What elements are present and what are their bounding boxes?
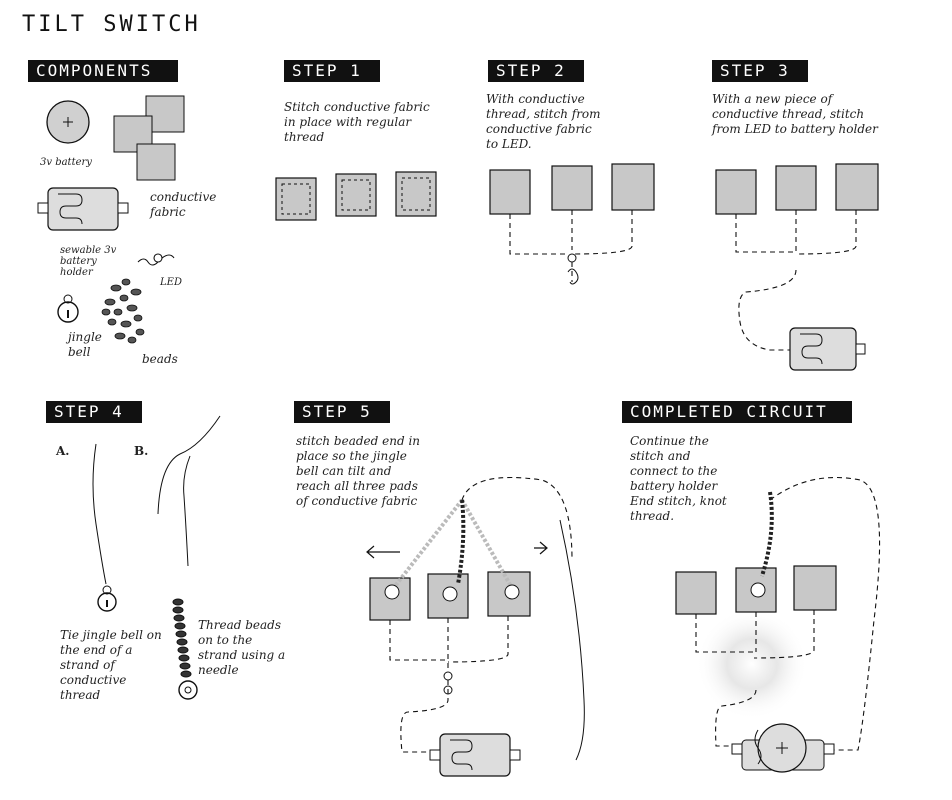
step3-fabric-pads: [715, 163, 879, 215]
battery-label: 3v battery: [40, 157, 92, 168]
led-glow: [696, 608, 808, 720]
completed-bell: [750, 582, 766, 598]
fabric-label: conductive fabric: [150, 190, 217, 219]
section-label-completed: COMPLETED CIRCUIT: [622, 401, 852, 423]
completed-instructions: Continue the stitch and connect to the b…: [630, 434, 727, 523]
step3-instructions: With a new piece of conductive thread, s…: [712, 92, 878, 136]
step3-battery-holder-icon: [789, 327, 866, 371]
jingle-bell-icon: [57, 294, 79, 323]
battery-holder-icon: [37, 187, 129, 231]
section-label-step4: STEP 4: [46, 401, 142, 423]
step4-a-illustration: [92, 443, 117, 612]
page-title: TILT SWITCH: [22, 12, 201, 37]
battery-icon: [46, 100, 90, 144]
step1-instructions: Stitch conductive fabric in place with r…: [284, 100, 430, 144]
step2-stitches: [509, 210, 633, 282]
beads-icon: [101, 278, 145, 344]
step2-instructions: With conductive thread, stitch from cond…: [486, 92, 601, 151]
step2-led-icon: [567, 253, 579, 285]
step4-tie-text: Tie jingle bell on the end of a strand o…: [60, 628, 162, 702]
step4-thread-text: Thread beads on to the strand using a ne…: [198, 618, 286, 677]
section-label-step2: STEP 2: [488, 60, 584, 82]
step4-a-label: A.: [56, 444, 70, 458]
step1-fabric-pads: [275, 171, 437, 221]
step5-bells: [384, 584, 520, 602]
section-label-step3: STEP 3: [712, 60, 808, 82]
step2-fabric-pads: [489, 163, 655, 215]
completed-stitches: [695, 477, 881, 751]
step3-stitches: [735, 210, 857, 351]
led-label: LED: [160, 277, 182, 288]
step5-stitches: [389, 477, 573, 753]
step5-arrows: [366, 541, 548, 559]
step5-battery-holder-icon: [429, 733, 521, 777]
completed-fabric-pads: [675, 565, 837, 615]
completed-bead-strand: [760, 491, 774, 577]
section-label-components: COMPONENTS: [28, 60, 178, 82]
fabric-pieces-icon: [113, 95, 185, 181]
section-label-step5: STEP 5: [294, 401, 390, 423]
section-label-step1: STEP 1: [284, 60, 380, 82]
step5-bead-strands: [390, 498, 514, 592]
led-icon: [137, 253, 175, 266]
step4-b-label: B.: [134, 444, 149, 458]
beads-label: beads: [142, 352, 178, 366]
completed-battery-holder-icon: [731, 723, 835, 773]
bell-label: jingle bell: [68, 330, 102, 359]
step5-led-icon: [443, 671, 453, 695]
step4-b-illustration: [157, 415, 221, 700]
holder-label: sewable 3v battery holder: [60, 245, 117, 278]
step5-instructions: stitch beaded end in place so the jingle…: [296, 434, 421, 508]
step5-needle-thread: [559, 519, 585, 761]
